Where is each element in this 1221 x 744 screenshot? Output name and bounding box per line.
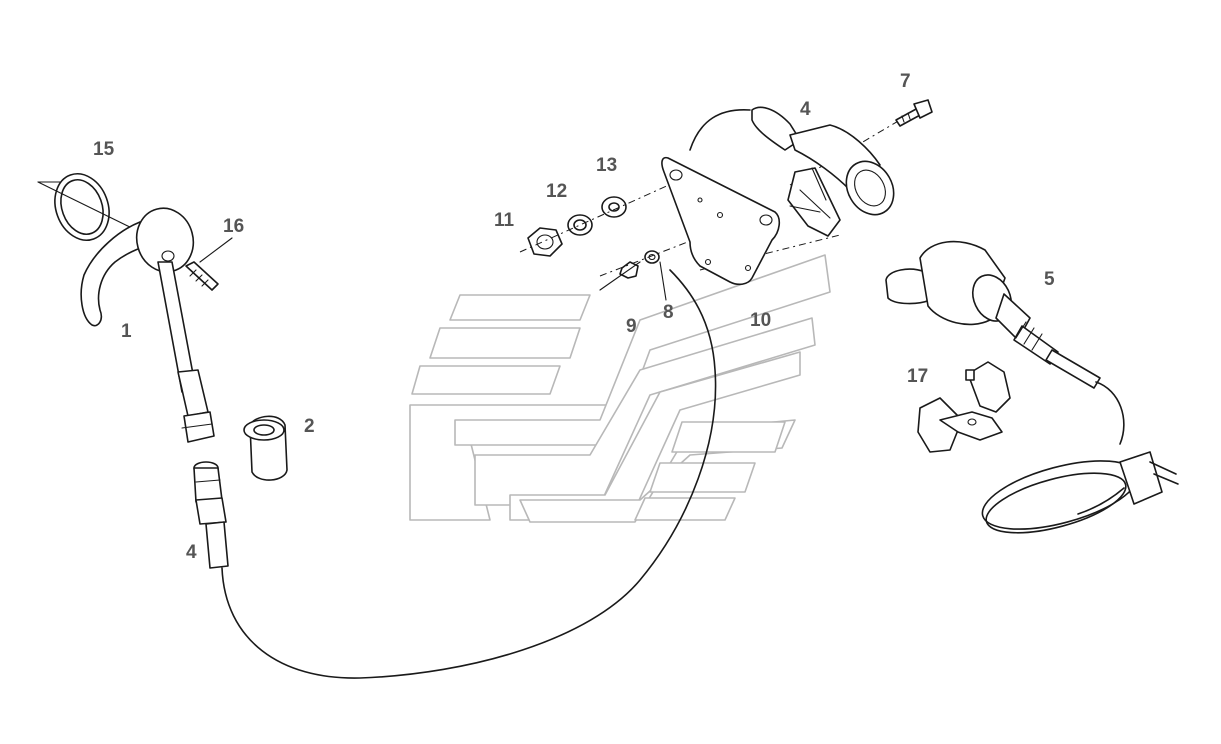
small-fasteners-part-8 <box>619 250 667 301</box>
part-label-10: 10 <box>750 310 771 331</box>
washer-part-12 <box>567 214 593 236</box>
part-label-4-right: 4 <box>800 99 811 120</box>
watermark-logo <box>409 254 831 523</box>
part-label-15: 15 <box>93 139 115 160</box>
washer-part-13 <box>601 196 627 218</box>
connecting-cable <box>221 269 717 679</box>
part-label-1: 1 <box>121 321 132 342</box>
part-label-8: 8 <box>663 302 674 323</box>
part-label-13: 13 <box>596 155 617 176</box>
plug-cable-part-5 <box>885 240 1179 534</box>
part-label-17: 17 <box>907 366 928 387</box>
part-label-12: 12 <box>546 181 567 202</box>
screw-part-16 <box>185 237 233 291</box>
part-label-16: 16 <box>223 216 244 237</box>
mounting-plate-part-10 <box>599 156 781 291</box>
part-label-7: 7 <box>900 71 911 92</box>
part-label-5: 5 <box>1044 269 1055 290</box>
ring-part-15 <box>37 173 141 241</box>
lever-hook-part-1 <box>80 207 215 443</box>
clip-part-2 <box>243 415 288 481</box>
clamp-bracket-part-17 <box>917 361 1011 453</box>
plug-part-4-left <box>193 461 229 569</box>
part-label-2: 2 <box>304 416 315 437</box>
part-label-4-left: 4 <box>186 542 197 563</box>
socket-housing-part-4-right <box>689 106 895 237</box>
nut-part-11 <box>527 227 563 257</box>
part-label-9: 9 <box>626 316 637 337</box>
part-label-11: 11 <box>494 210 515 231</box>
bolt-part-7 <box>895 99 933 127</box>
